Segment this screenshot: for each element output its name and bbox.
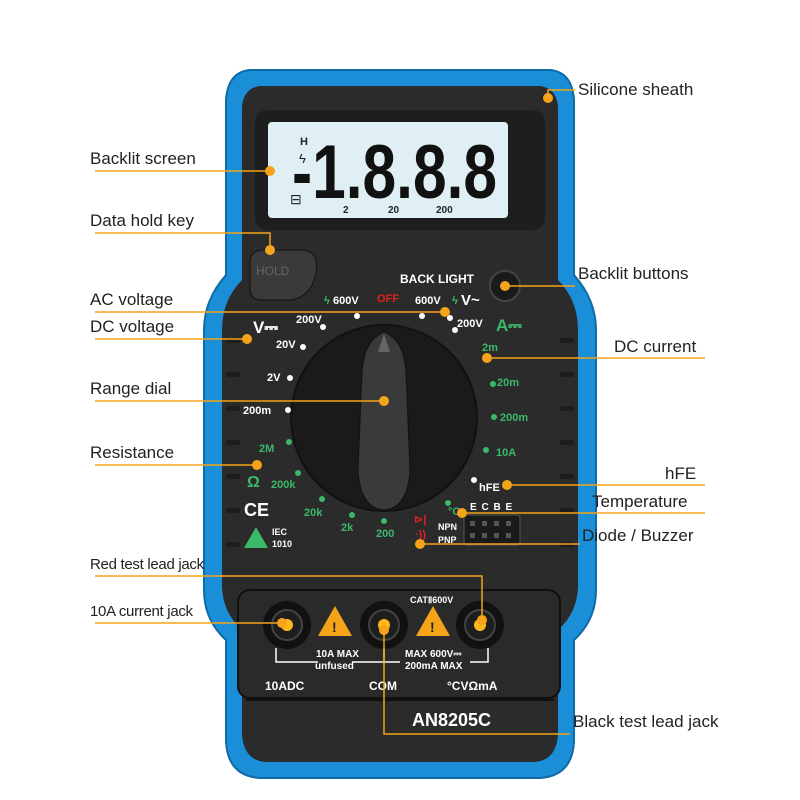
callout-range-dial: Range dial <box>90 379 172 398</box>
hold-key-label: HOLD <box>256 264 290 278</box>
hfe-socket-holes <box>470 521 511 538</box>
dial-label-200v-ac: 200V <box>457 318 483 330</box>
jack-label-com: COM <box>369 679 397 693</box>
dial-label-2m-amp: 2m <box>482 342 498 354</box>
callout-dc-current: DC current <box>614 337 697 356</box>
mode-ohm: Ω <box>247 474 260 491</box>
warn-right-line1: MAX 600V⎓ <box>405 649 461 660</box>
callout-ac-voltage: AC voltage <box>90 290 174 309</box>
dial-label-off: OFF <box>377 293 399 305</box>
dial-label-600v-right: 600V <box>415 295 441 307</box>
callout-data-hold-key: Data hold key <box>90 211 194 230</box>
dial-label-2k: 2k <box>341 522 354 534</box>
callout-black-test-lead-jack: Black test lead jack <box>573 712 719 731</box>
warning-icon-left-mark: ! <box>332 619 337 635</box>
callout-hfe: hFE <box>665 464 697 483</box>
bracket-right <box>384 648 489 663</box>
dial-label-20m-amp: 20m <box>497 377 519 389</box>
iec-label-line2: 1010 <box>272 539 292 549</box>
lcd-hold-indicator: H <box>300 136 308 148</box>
iec-label-line1: IEC <box>272 527 288 537</box>
npn-label: NPN <box>438 522 457 532</box>
dial-position-dots <box>285 313 497 524</box>
callout-backlit-screen: Backlit screen <box>90 149 196 168</box>
dial-label-2m-ohm: 2M <box>259 443 274 455</box>
range-dial-knob[interactable] <box>357 331 411 511</box>
iec-warning-icon <box>244 527 268 548</box>
lcd-scale-200: 200 <box>436 205 453 216</box>
ce-mark: CE <box>244 500 269 520</box>
dial-label-20v: 20V <box>276 339 296 351</box>
warning-icon-right-mark: ! <box>430 619 435 635</box>
pnp-label: PNP <box>438 535 457 545</box>
warn-left-line2: unfused <box>315 661 354 672</box>
jack-10a[interactable] <box>263 601 311 649</box>
callout-10a-current-jack: 10A current jack <box>90 603 193 620</box>
dial-label-20k: 20k <box>304 507 323 519</box>
warning-icon-right <box>416 606 450 636</box>
jack-label-10adc: 10ADC <box>265 679 305 693</box>
hfe-pin-labels: E C B E <box>470 502 513 513</box>
callout-lines <box>95 89 705 735</box>
buzzer-icon: ·)) <box>415 529 426 541</box>
dial-label-200m-left: 200m <box>243 405 271 417</box>
hold-key[interactable] <box>249 249 318 301</box>
dial-label-200-ohm: 200 <box>376 528 394 540</box>
callout-diode-buzzer: Diode / Buzzer <box>582 526 694 545</box>
dial-label-200m-amp: 200m <box>500 412 528 424</box>
callout-dots <box>242 93 553 635</box>
lcd-digits: -1.8.8.8 <box>292 130 497 215</box>
mode-ac-volt: V~ <box>461 292 480 309</box>
jack-vohm[interactable] <box>456 601 504 649</box>
dial-label-200v: 200V <box>296 314 322 326</box>
callout-resistance: Resistance <box>90 443 175 462</box>
callout-dc-voltage: DC voltage <box>90 317 175 336</box>
mode-dc-volt: V⎓ <box>253 318 278 337</box>
mode-dc-amp: A⎓ <box>496 316 522 335</box>
model-name: AN8205C <box>412 710 491 730</box>
warning-icon-left <box>318 606 352 636</box>
callout-backlit-buttons: Backlit buttons <box>578 264 689 283</box>
hfe-socket[interactable] <box>463 514 521 546</box>
dial-label-temp: °C <box>448 506 460 518</box>
warn-right-line2: 200mA MAX <box>405 661 463 672</box>
dial-label-600v-left: 600V <box>333 295 359 307</box>
diode-icon: ⊳| <box>414 514 426 526</box>
dial-label-600v-ac-left: ϟ <box>324 295 330 307</box>
warn-left-line1: 10A MAX <box>316 649 359 660</box>
lcd-battery-icon: ⊟ <box>290 191 302 207</box>
callout-red-test-lead-jack: Red test lead jack <box>90 556 204 573</box>
dial-label-600v-ac-right: ϟ <box>452 295 458 307</box>
callout-silicone-sheath: Silicone sheath <box>578 80 694 99</box>
jack-label-vohm: °CVΩmA <box>447 679 498 693</box>
lcd-scale-20: 20 <box>388 205 400 216</box>
dial-label-200k: 200k <box>271 479 296 491</box>
callout-temperature: Temperature <box>592 492 688 511</box>
backlight-label: BACK LIGHT <box>400 272 475 286</box>
lcd-scale-2: 2 <box>343 205 349 216</box>
dial-label-10a: 10A <box>496 447 516 459</box>
dial-label-2v: 2V <box>267 372 281 384</box>
lcd-bolt-icon: ϟ <box>299 151 306 166</box>
lcd-screen <box>268 122 508 218</box>
dial-label-hfe: hFE <box>479 482 500 494</box>
cat-rating: CATⅡ600V <box>410 595 453 605</box>
range-dial-pointer <box>378 334 390 352</box>
